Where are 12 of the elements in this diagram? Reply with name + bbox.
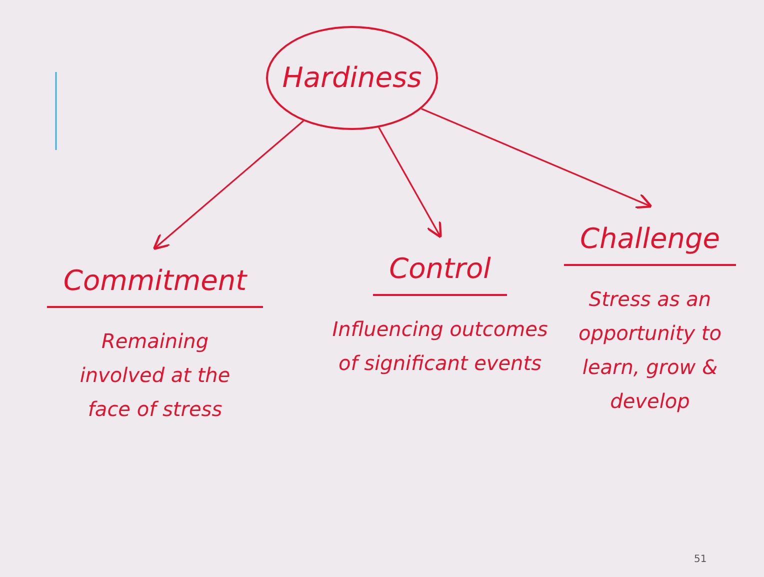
page-number: 51: [694, 553, 707, 567]
heading: Commitment: [47, 260, 263, 308]
description: Remaining involved at the face of stress: [78, 328, 232, 423]
ellipse-node: [266, 26, 438, 130]
arrow: [378, 127, 442, 238]
arrow: [421, 108, 652, 209]
heading: Challenge: [564, 218, 736, 266]
arrow: [152, 120, 304, 250]
node-title: Hardiness: [282, 60, 422, 96]
description: Stress as an opportunity to learn, grow & develop: [578, 286, 722, 415]
description: Influencing outcomes of significant events: [331, 316, 549, 377]
heading: Control: [373, 248, 507, 296]
